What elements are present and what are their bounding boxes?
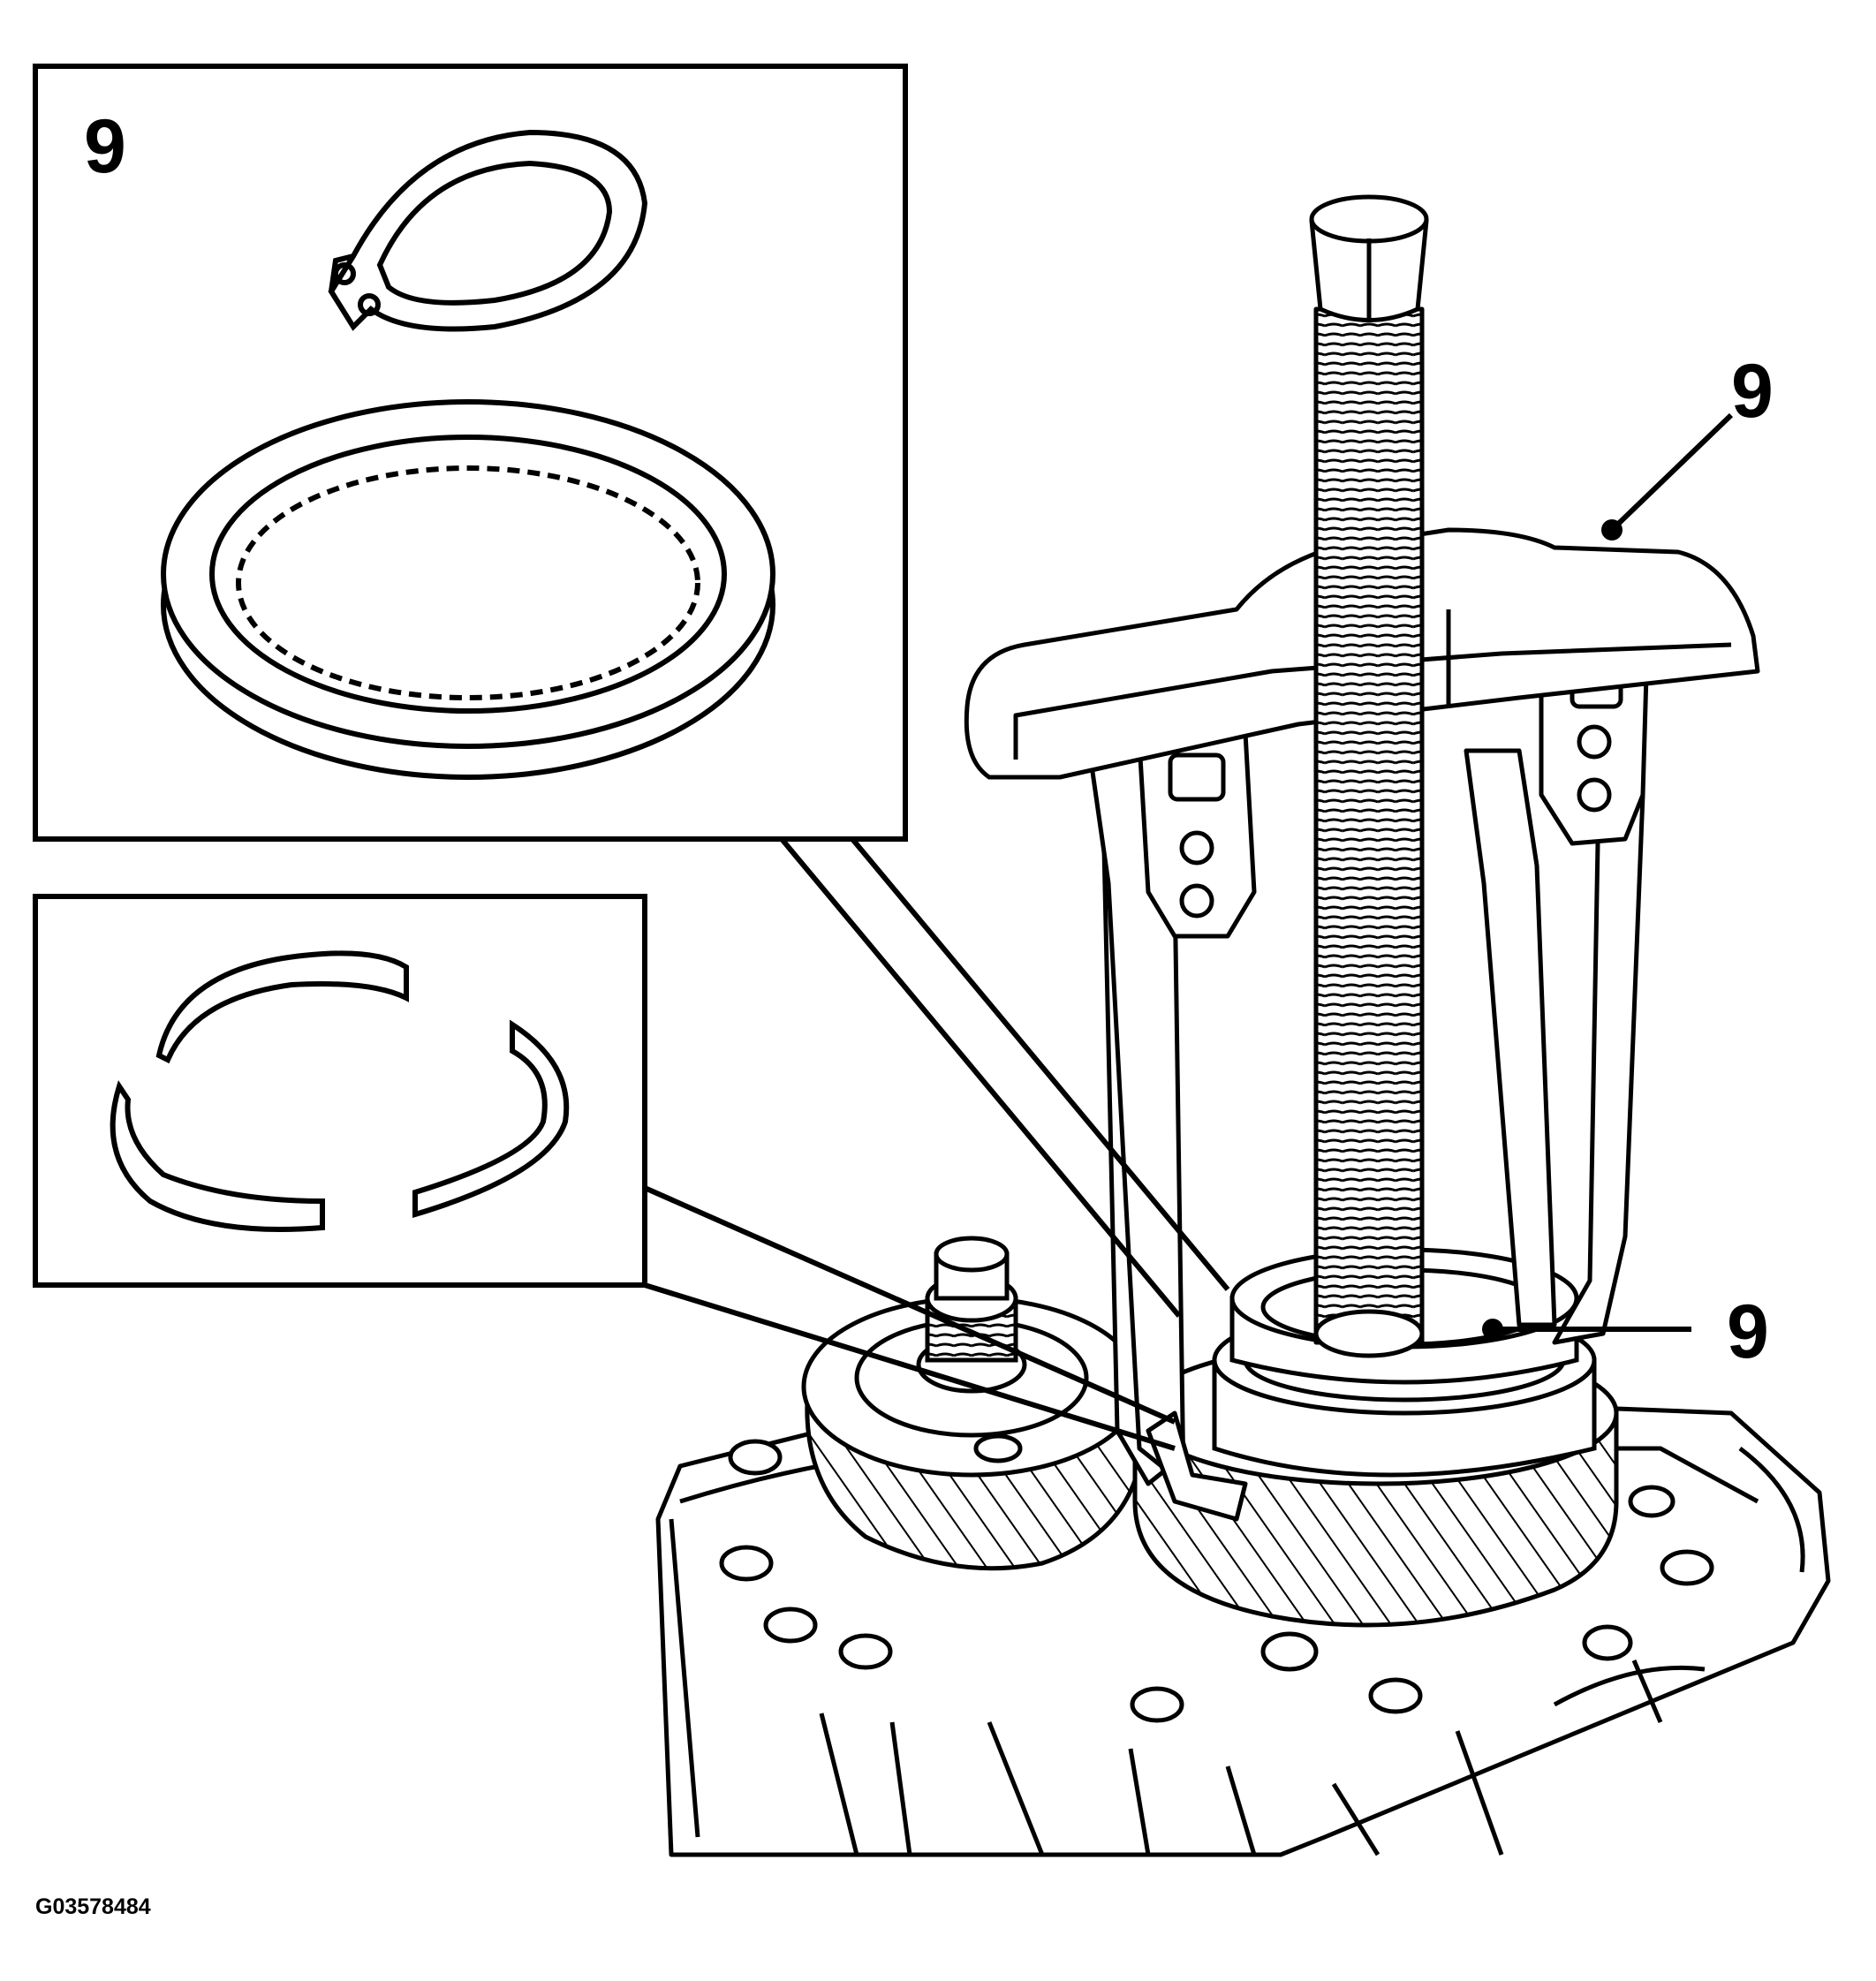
circlip-icon — [328, 129, 648, 332]
inset-top-callout: 9 — [84, 104, 126, 189]
leader-lines — [643, 412, 1734, 1451]
inset-top: 9 — [33, 64, 908, 842]
puller-callout: 9 — [1731, 349, 1774, 434]
synchronizer-ring-icon — [161, 399, 775, 780]
figure-id-label: G03578484 — [35, 1894, 151, 1919]
gear-puller-icon — [964, 194, 1760, 1522]
split-ring-icon — [110, 950, 570, 1232]
puller-leader-dot — [1601, 519, 1623, 541]
synchronizer-leader-dot — [1482, 1319, 1503, 1340]
inset-bottom — [33, 894, 647, 1288]
countershaft-gear — [801, 1236, 1142, 1571]
synchronizer-callout: 9 — [1727, 1289, 1769, 1374]
